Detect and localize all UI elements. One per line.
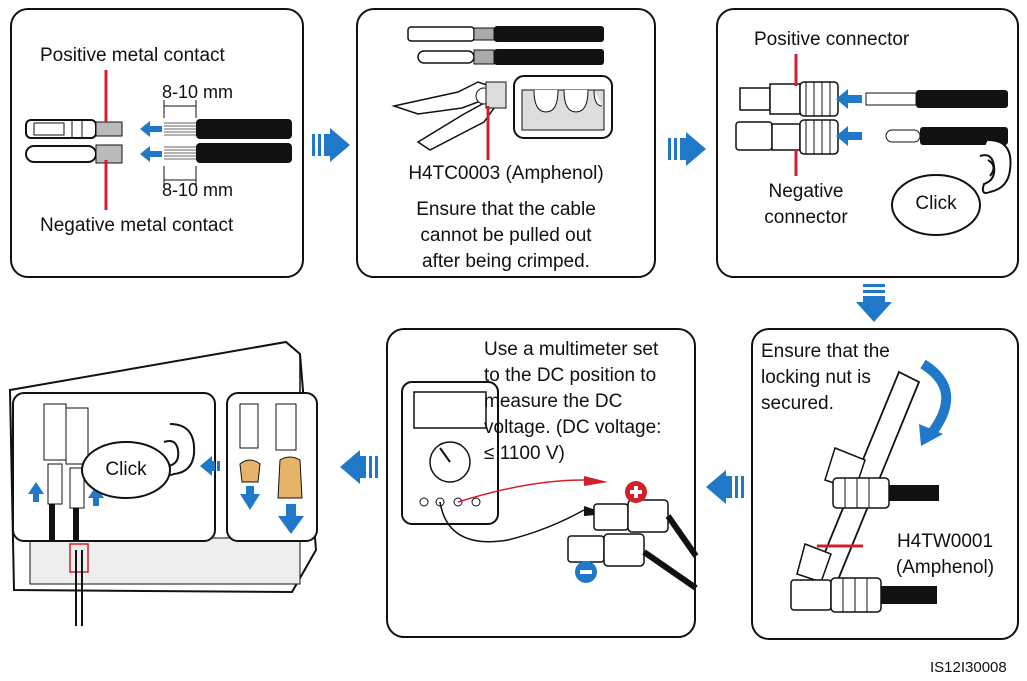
stripped-cable-top <box>164 119 292 139</box>
crimped-contact-top <box>865 90 1008 108</box>
click-label: Click <box>915 193 957 214</box>
multimeter-note-line-4: voltage. (DC voltage: <box>484 417 662 438</box>
positive-pv-connector-icon <box>593 499 699 558</box>
next-step-arrow-3 <box>856 284 892 322</box>
multimeter-note-line-2: to the DC position to <box>484 365 657 386</box>
next-step-arrow-5 <box>340 450 378 484</box>
step5-panel: Use a multimeter set to the DC position … <box>386 328 699 638</box>
dust-cap-illustration <box>239 403 304 534</box>
connector-with-cable-top <box>832 477 939 509</box>
click-speech-bubble <box>891 174 981 236</box>
connector-assembly-illustration <box>735 54 1012 236</box>
next-step-arrow-2 <box>668 132 706 166</box>
locking-nut-note-line-2: locking nut is <box>761 367 871 388</box>
dc-terminal-area <box>69 543 89 626</box>
locking-nut-illustration <box>790 359 952 613</box>
stripped-cable-bottom <box>164 143 292 163</box>
positive-connector-icon <box>739 81 839 117</box>
insert-connectors-illustration <box>28 403 196 540</box>
positive-metal-contact-label: Positive metal contact <box>40 45 225 66</box>
negative-connector-icon <box>735 119 839 155</box>
crimp-note-line-1: Ensure that the cable <box>416 199 596 220</box>
crimping-tool-icon <box>391 81 507 151</box>
step3-panel: Positive connector Negative connector Cl… <box>716 8 1019 278</box>
multimeter-note-line-1: Use a multimeter set <box>484 339 659 360</box>
next-step-arrow-1 <box>312 128 350 162</box>
strip-length-bottom-label: 8-10 mm <box>162 180 234 200</box>
negative-connector-label-line-2: connector <box>764 207 848 228</box>
multimeter-icon <box>401 381 499 525</box>
crimping-die-detail <box>513 75 613 139</box>
connector-pair-icon <box>43 403 89 540</box>
connector-with-cable-bottom <box>790 577 937 613</box>
crimped-contact-bottom <box>885 127 1008 145</box>
crimping-tool-model-label: H4TC0003 (Amphenol) <box>408 163 604 184</box>
spanner-model-line-1: H4TW0001 <box>896 531 994 552</box>
crimp-note-line-3: after being crimped. <box>422 251 590 272</box>
figure-id: IS12I30008 <box>930 659 1007 676</box>
negative-polarity-icon <box>575 561 597 583</box>
strip-length-top-label: 8-10 mm <box>162 82 234 102</box>
negative-metal-contact-label: Negative metal contact <box>40 215 234 236</box>
click-speech-bubble <box>81 441 171 499</box>
multimeter-note-line-3: measure the DC <box>484 391 623 412</box>
negative-connector-label-line-1: Negative <box>768 181 844 202</box>
crimping-illustration <box>391 26 613 160</box>
connector-insert-detail-panel: Click <box>12 392 216 542</box>
metal-contact-top-icon <box>407 26 604 42</box>
positive-polarity-icon <box>625 481 647 503</box>
metal-contact-bottom-icon <box>417 49 604 65</box>
dust-cap-icon <box>239 456 303 499</box>
step4-panel: Ensure that the locking nut is secured. … <box>751 328 1019 640</box>
multimeter-measurement-illustration <box>401 381 699 591</box>
negative-metal-contact-icon <box>25 144 123 164</box>
locking-nut-note-line-3: secured. <box>761 393 834 414</box>
locking-nut-note-line-1: Ensure that the <box>761 341 890 362</box>
insert-direction-arrow <box>200 456 220 476</box>
dust-cap-removal-panel <box>226 392 318 542</box>
next-step-arrow-4 <box>706 470 744 504</box>
negative-pv-connector-icon <box>567 533 698 591</box>
multimeter-note-line-5: ≤ 1100 V) <box>484 443 565 464</box>
click-label-inverter: Click <box>105 459 147 480</box>
spanner-model-line-2: (Amphenol) <box>895 557 995 578</box>
step1-panel: Positive metal contact 8-10 mm 8-10 mm N… <box>10 8 304 278</box>
wire-stripping-illustration <box>25 70 292 210</box>
ear-icon <box>979 139 1012 194</box>
positive-metal-contact-icon <box>25 119 123 139</box>
positive-connector-label: Positive connector <box>754 29 910 50</box>
step2-panel: H4TC0003 (Amphenol) Ensure that the cabl… <box>356 8 656 278</box>
crimp-note-line-2: cannot be pulled out <box>420 225 592 246</box>
